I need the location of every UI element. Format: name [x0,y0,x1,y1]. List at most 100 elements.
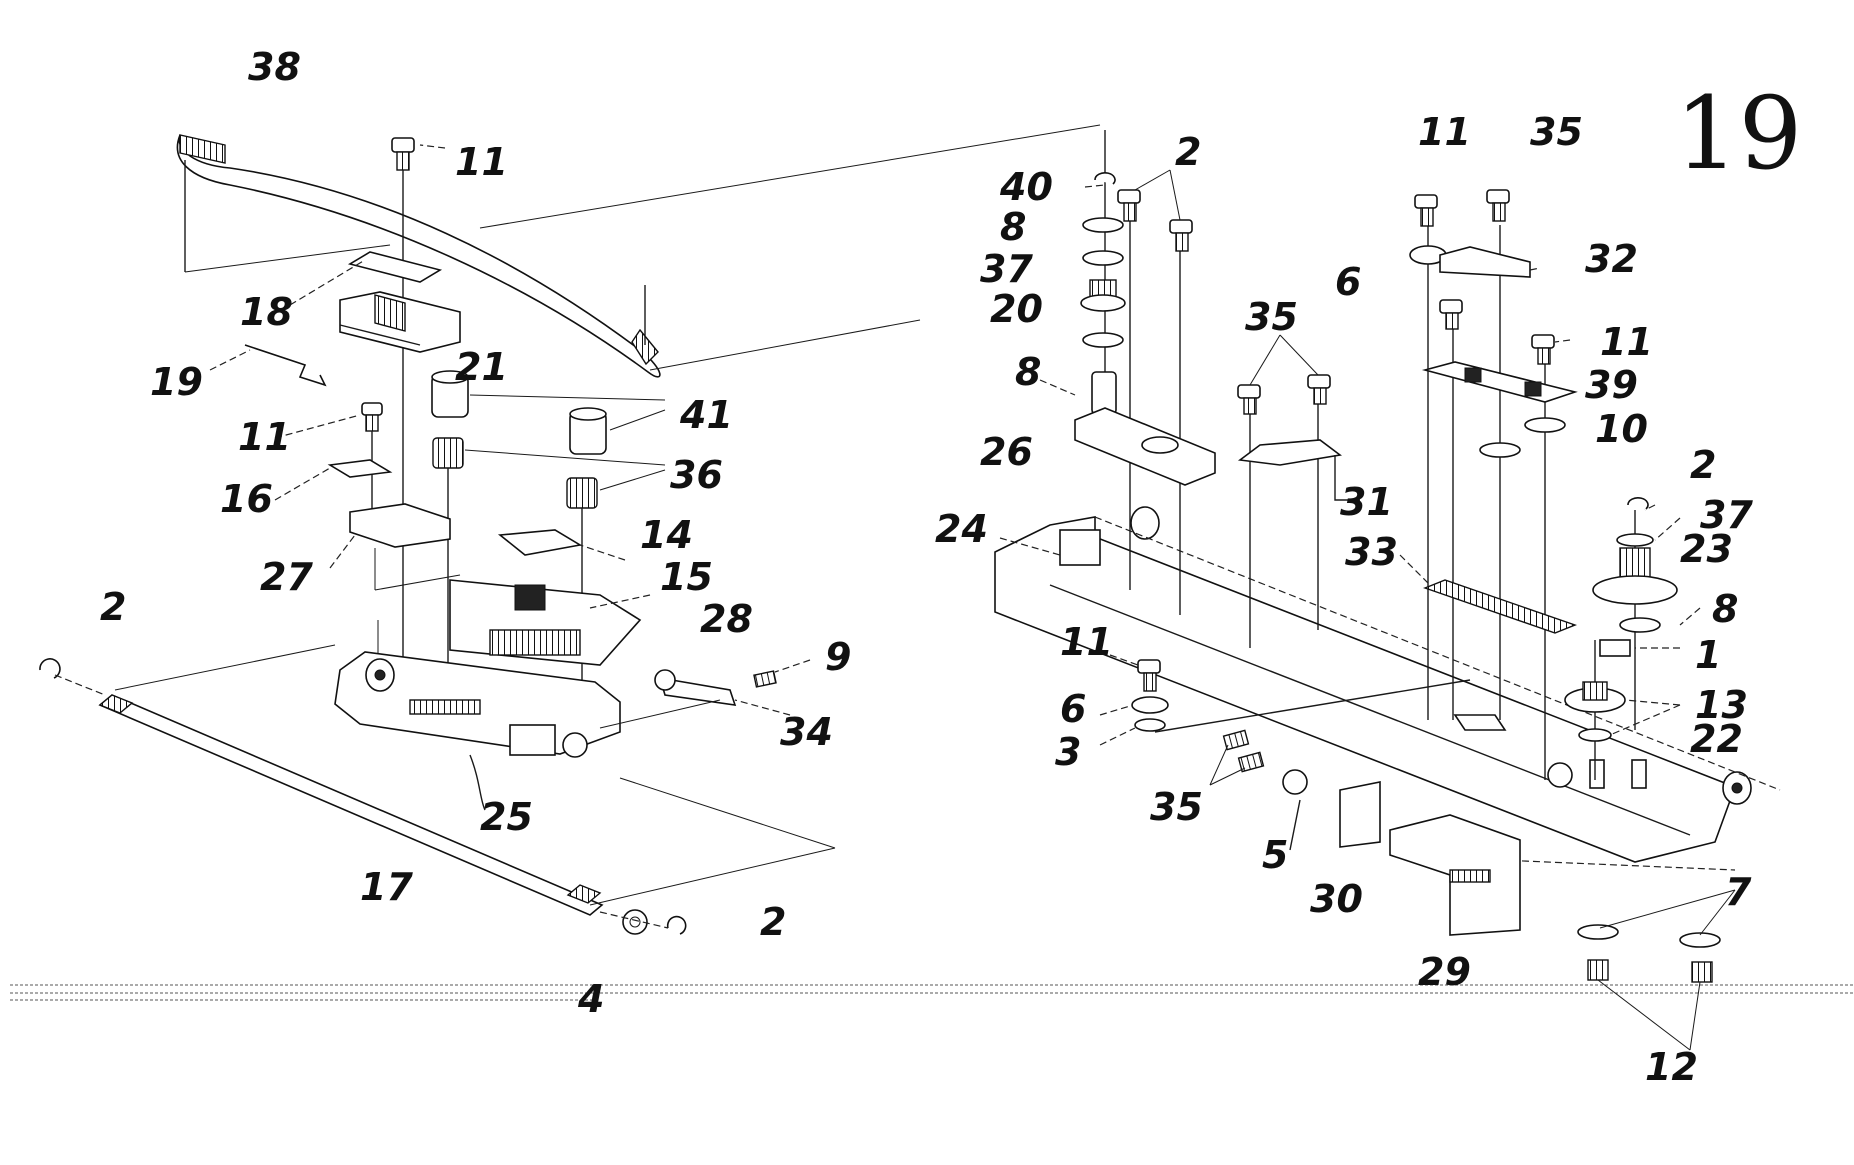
callout-34: 34 [780,710,833,754]
callout-3: 3 [1055,730,1081,774]
front-hardware-left [1131,659,1471,733]
callout-40: 2 [1175,130,1201,174]
callout-37: 37 [1700,493,1753,537]
washer-4 [622,909,648,935]
callout-2: 2 [1690,443,1716,487]
callout-35: 35 [1530,110,1583,154]
callout-23: 23 [1680,527,1733,571]
callout-37: 37 [980,247,1033,291]
callout-20: 20 [990,287,1043,331]
callout-36: 36 [670,453,723,497]
callout-26: 26 [980,430,1033,474]
callout-30: 30 [1310,877,1363,921]
callout-24: 24 [935,507,988,551]
bracket-29 [1389,814,1521,936]
callout-31: 31 [1340,480,1393,524]
callout-19: 19 [150,360,203,404]
ref-27b [374,574,461,591]
bracket-30 [1339,781,1381,848]
screw-11-top [391,137,415,700]
ref-chassis-top [1094,516,1781,791]
ref-chassis-bottom [1499,859,1736,871]
callout-11: 11 [455,140,508,184]
gear-stack-23 [1564,497,1678,742]
e-clip-2-left [39,658,61,679]
leader-lines [209,144,1736,1051]
callout-8: 8 [1015,350,1041,394]
roller-41-b [569,407,607,455]
callout-18: 18 [240,290,293,334]
callout-14: 14 [640,513,693,557]
ref-line-belt-bottom [649,319,921,371]
right-assembly [994,130,1781,983]
ref-line-belt-top [479,124,1101,229]
callout-21: 21 [455,345,508,389]
callout-4: 4 [577,977,604,1021]
callout-8: 8 [1712,587,1738,631]
callout-11: 11 [238,415,291,459]
callout-labels: 19 38 11 18 21 19 11 41 36 16 14 15 27 2… [100,45,1802,1089]
scan-artifact-lines [10,984,1854,1001]
gear-stack-20 [1080,172,1126,348]
roller-41-a [431,370,469,418]
gear-36-a [432,437,464,670]
callout-32: 32 [1585,237,1638,281]
ref-34 [599,699,721,729]
callout-11: 11 [1600,320,1653,364]
front-hardware-35 [1222,729,1308,851]
callout-38: 38 [248,45,301,89]
sensor-board-39 [1421,299,1578,458]
callout-9: 9 [825,635,851,679]
callout-27: 27 [260,555,313,599]
callout-41: 41 [679,393,733,437]
callout-25: 25 [480,795,533,839]
callout-6: 6 [1060,687,1086,731]
figure-number: 19 [1675,75,1802,192]
callout-7: 7 [1725,870,1752,914]
callout-22: 22 [1690,717,1743,761]
callout-2: 2 [760,900,786,944]
callout-16: 16 [220,477,273,521]
callout-33: 33 [1345,530,1398,574]
bracket-18 [347,251,443,283]
washer-4-hole [629,916,641,928]
callout-13: 13 [1695,683,1748,727]
callout-17: 17 [360,865,413,909]
callout-10: 10 [1595,407,1648,451]
callout-35: 35 [1245,295,1298,339]
feet-7-screws-12 [1577,924,1721,983]
callout-11: 11 [1060,620,1113,664]
callout-28: 28 [700,597,753,641]
part-14 [497,529,583,556]
callout-15: 15 [660,555,713,599]
callout-5: 5 [1262,833,1288,877]
e-clip-2-bottom [666,915,687,935]
left-assembly [39,124,1101,935]
assembly-axes [1104,130,1636,780]
callout-39: 39 [1585,363,1638,407]
clip-16 [327,459,393,478]
callout-8: 8 [1000,205,1026,249]
callout-11: 11 [1418,110,1471,154]
carriage-base-25 [334,651,621,811]
plate-27 [349,503,451,548]
ref-2-left [54,674,106,696]
shaft-plate-26 [1074,371,1216,486]
callout-2: 40 [999,165,1053,209]
callout-12: 12 [1645,1045,1698,1089]
bracket-34 [654,669,777,706]
callout-2: 2 [100,585,126,629]
callout-35: 35 [1150,785,1203,829]
carriage-part-21 [339,291,461,353]
callout-1: 1 [1695,633,1721,677]
timing-belt-38 [176,134,661,378]
pcb-strip-33 [1422,579,1578,634]
callout-6: 6 [1335,260,1361,304]
screws-40 [1117,189,1193,252]
spring-19 [244,344,327,387]
guide-shaft-17 [98,644,836,916]
ref-shaft-end [599,911,669,929]
bracket-31 [1237,374,1360,501]
